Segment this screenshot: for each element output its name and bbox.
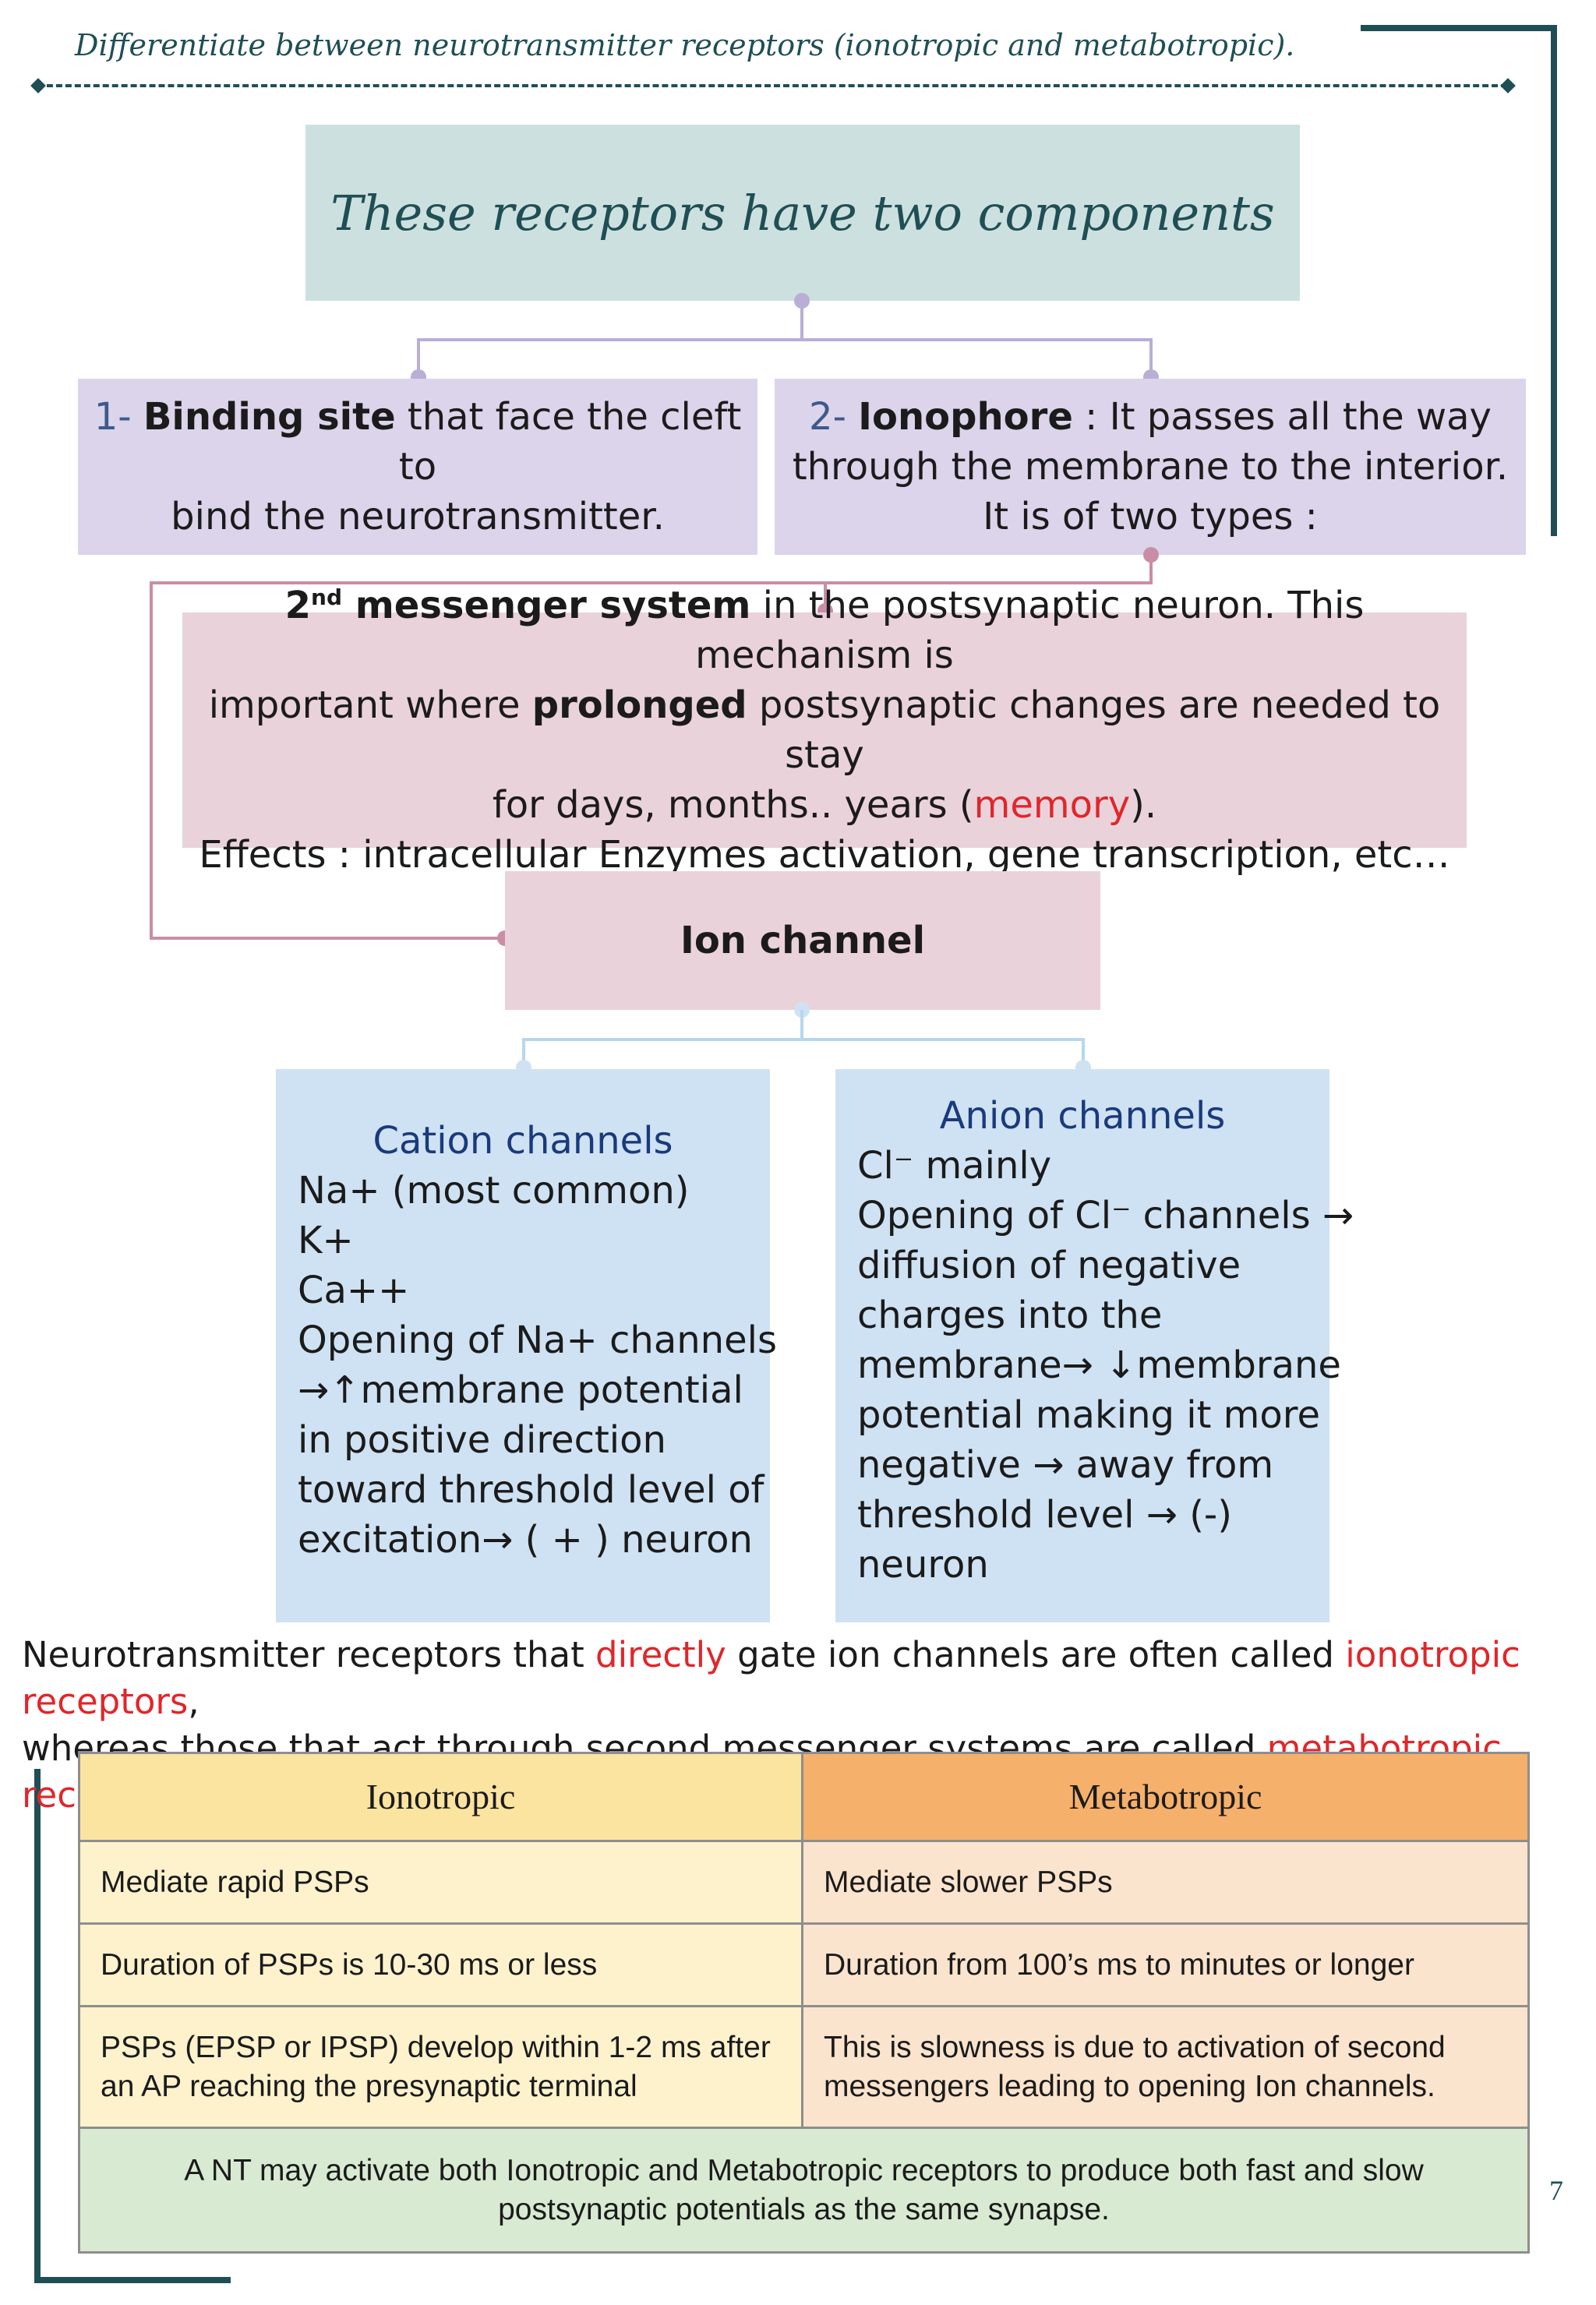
cation-line: Opening of Na+ channels [298,1318,777,1362]
ionophore-text-3: It is of two types : [983,495,1318,538]
anion-line: diffusion of negative [857,1244,1241,1287]
binding-site-term: Binding site [143,395,396,439]
table-row: Duration of PSPs is 10-30 ms or less Dur… [78,1922,1530,2007]
ionophore-text-2: through the membrane to the interior. [792,445,1509,489]
anion-line: potential making it more [857,1393,1320,1437]
cation-line: toward threshold level of [298,1468,764,1512]
receptor-components-text: These receptors have two components [330,184,1275,242]
table-cell: Mediate rapid PSPs [78,1840,803,1925]
prolonged-term: prolonged [531,683,747,727]
directly-term: directly [595,1634,726,1675]
cation-channels-box: Cation channels Na+ (most common) K+ Ca+… [276,1069,777,1622]
cation-channels-title: Cation channels [373,1119,673,1163]
connector-line [522,1038,525,1069]
connector-line [800,301,803,340]
frame-top-right-vertical [1551,25,1557,536]
divider-left-diamond [30,78,46,94]
second-messenger-line-2-pre: important where [208,683,532,727]
connector-line [150,937,505,940]
connector-line [522,1038,1085,1041]
table-cell: This is slowness is due to activation of… [801,2005,1530,2129]
cation-line: excitation→ ( + ) neuron [298,1518,753,1562]
cation-line: K+ [298,1219,354,1262]
connector-line [417,338,420,379]
cation-line: Na+ (most common) [298,1169,690,1213]
ionophore-text-1: : It passes all the way [1072,395,1492,439]
cation-line: in positive direction [298,1418,666,1462]
anion-line: Cl⁻ mainly [857,1144,1052,1188]
second-messenger-line-1: in the postsynaptic neuron. This mechani… [695,584,1365,677]
second-messenger-box: 2nd messenger system in the postsynaptic… [182,584,1467,877]
frame-top-right-horizontal [1361,25,1557,31]
binding-site-box: 1- Binding site that face the cleft to b… [78,379,757,555]
ionophore-number: 2- [809,395,846,439]
second-messenger-ordinal: 2 [284,584,312,627]
connector-line [800,1010,803,1040]
second-messenger-line-3-post: ). [1130,783,1157,827]
connector-line [150,581,1153,584]
binding-site-number: 1- [94,395,132,439]
memory-term: memory [973,783,1131,827]
paragraph-text: , [188,1681,200,1722]
metabotropic-header: Metabotropic [801,1752,1530,1842]
cation-line: Ca++ [298,1269,410,1312]
header-divider [37,84,1507,87]
table-footer-row: A NT may activate both Ionotropic and Me… [78,2127,1530,2254]
ion-channel-box: Ion channel [505,871,1100,1010]
table-header-row: Ionotropic Metabotropic [78,1752,1530,1842]
binding-site-text-2: bind the neurotransmitter. [171,495,665,538]
receptor-components-box: These receptors have two components [305,125,1300,301]
binding-site-text-1: that face the cleft to [395,395,742,489]
ionophore-box: 2- Ionophore : It passes all the way thr… [775,379,1526,555]
cation-line: →↑membrane potential [298,1368,743,1412]
table-cell: Duration of PSPs is 10-30 ms or less [78,1922,803,2007]
second-messenger-line-2-rest: postsynaptic changes are needed to stay [747,683,1441,777]
table-row: Mediate rapid PSPs Mediate slower PSPs [78,1840,1530,1925]
anion-line: membrane→ ↓membrane [857,1343,1341,1387]
connector-line [1082,1038,1085,1069]
ionotropic-receptors-term: ionotropic receptors [22,1634,1520,1722]
ion-channel-label: Ion channel [680,919,926,962]
anion-channels-title: Anion channels [939,1094,1226,1138]
frame-bottom-left-horizontal [34,2277,231,2283]
comparison-table: Ionotropic Metabotropic Mediate rapid PS… [78,1752,1530,2254]
frame-bottom-left-vertical [34,1769,41,2283]
connector-line [150,581,153,940]
second-messenger-term: messenger system [342,584,751,627]
connector-line [1149,338,1153,379]
paragraph-text: Neurotransmitter receptors that [22,1634,596,1675]
table-footer-note: A NT may activate both Ionotropic and Me… [78,2127,1530,2254]
table-cell: PSPs (EPSP or IPSP) develop within 1-2 m… [78,2005,803,2129]
ionotropic-header: Ionotropic [78,1752,803,1842]
second-messenger-line-3-pre: for days, months.. years ( [492,783,974,827]
anion-line: charges into the [857,1294,1163,1337]
anion-channels-box: Anion channels Cl⁻ mainly Opening of Cl⁻… [835,1069,1354,1622]
table-cell: Mediate slower PSPs [801,1840,1530,1925]
anion-line: neuron [857,1543,989,1587]
page-header-title: Differentiate between neurotransmitter r… [75,28,1295,62]
connector-line [417,338,1153,341]
anion-line: threshold level → (-) [857,1493,1232,1537]
page-number: 7 [1549,2175,1563,2206]
table-cell: Duration from 100’s ms to minutes or lon… [801,1922,1530,2007]
divider-right-diamond [1500,78,1516,94]
table-row: PSPs (EPSP or IPSP) develop within 1-2 m… [78,2005,1530,2129]
ionophore-term: Ionophore [858,395,1073,439]
paragraph-text: gate ion channels are often called [726,1634,1346,1675]
second-messenger-ordinal-suffix: nd [311,584,343,610]
second-messenger-effects: Effects : intracellular Enzymes activati… [199,833,1450,877]
anion-line: negative → away from [857,1443,1274,1487]
connector-line [824,581,827,605]
connector-line [1149,555,1153,584]
anion-line: Opening of Cl⁻ channels → [857,1194,1354,1237]
